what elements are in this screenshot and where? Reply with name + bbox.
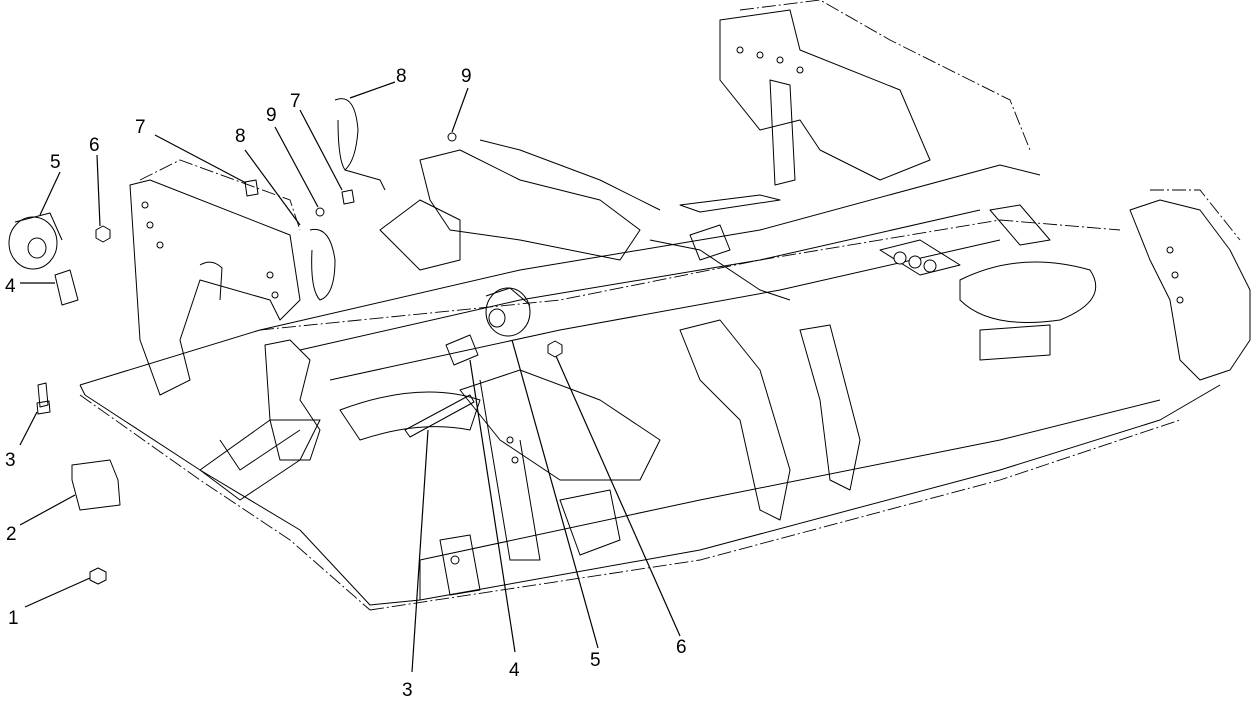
bolt-7a bbox=[244, 179, 259, 197]
callout-5a: 5 bbox=[50, 152, 61, 173]
callout-8b: 8 bbox=[396, 66, 407, 87]
callout-6a: 6 bbox=[89, 135, 100, 156]
center-roller bbox=[485, 287, 531, 337]
callout-5b: 5 bbox=[590, 650, 601, 671]
deck-floor bbox=[199, 194, 1097, 501]
hardware bbox=[8, 98, 563, 585]
deck-shell bbox=[79, 164, 1221, 611]
nut-6a bbox=[95, 225, 111, 243]
callout-3a: 3 bbox=[5, 450, 16, 471]
nut-9b bbox=[447, 132, 457, 142]
right-middle-plates bbox=[649, 224, 861, 521]
left-bolt bbox=[37, 382, 49, 408]
callout-9a: 9 bbox=[266, 105, 277, 126]
hairpin-8b bbox=[334, 98, 359, 171]
left-spacer bbox=[54, 269, 79, 306]
bumper bbox=[71, 459, 121, 511]
callout-2: 2 bbox=[6, 524, 17, 545]
center-brackets bbox=[264, 139, 661, 596]
bolt-7b bbox=[341, 189, 355, 205]
callouts: 1 2 3 4 5 6 7 8 9 7 8 9 3 4 5 6 bbox=[5, 66, 687, 701]
callout-4b: 4 bbox=[509, 660, 520, 681]
nut-6b bbox=[547, 340, 563, 358]
callout-6b: 6 bbox=[676, 637, 687, 658]
nut-9a bbox=[315, 207, 325, 217]
center-bolt bbox=[404, 394, 475, 438]
callout-7a: 7 bbox=[135, 117, 146, 138]
center-spacer bbox=[445, 334, 479, 366]
right-rear-uprights bbox=[719, 0, 1251, 381]
callout-8a: 8 bbox=[235, 126, 246, 147]
callout-4a: 4 bbox=[5, 276, 16, 297]
callout-1: 1 bbox=[8, 608, 19, 629]
hairpin-8a bbox=[309, 228, 336, 301]
callout-3b: 3 bbox=[402, 680, 413, 701]
left-front-bracket bbox=[129, 159, 301, 396]
callout-9b: 9 bbox=[461, 66, 472, 87]
left-nut bbox=[89, 567, 107, 585]
callout-7b: 7 bbox=[290, 91, 301, 112]
leader-lines bbox=[19, 81, 681, 673]
